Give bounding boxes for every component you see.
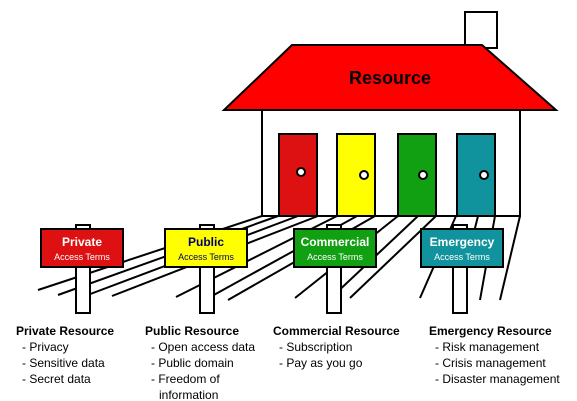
resource-item: - Sensitive data bbox=[22, 356, 105, 370]
resource-item: - Subscription bbox=[279, 340, 352, 354]
resource-item: - Pay as you go bbox=[279, 356, 363, 370]
resource-item: - Public domain bbox=[151, 356, 234, 370]
roof-label: Resource bbox=[349, 68, 431, 88]
roof bbox=[221, 44, 559, 111]
sign-private: Private Access Terms bbox=[40, 228, 124, 268]
sign-title: Public bbox=[188, 235, 224, 249]
sign-subtitle: Access Terms bbox=[434, 252, 490, 262]
resource-heading: Commercial Resource bbox=[273, 324, 400, 338]
resource-item: - Freedom of bbox=[151, 372, 220, 386]
door-commercial bbox=[397, 133, 437, 217]
sign-subtitle: Access Terms bbox=[307, 252, 363, 262]
door-knob bbox=[418, 170, 428, 180]
signs: Private Access Terms Public Access Terms… bbox=[40, 228, 504, 268]
door-knob bbox=[359, 170, 369, 180]
resource-heading: Private Resource bbox=[16, 324, 114, 338]
resource-item: information bbox=[159, 388, 218, 401]
resource-item: - Open access data bbox=[151, 340, 255, 354]
sign-emergency: Emergency Access Terms bbox=[420, 228, 504, 268]
resource-private: Private Resource - Privacy - Sensitive d… bbox=[16, 324, 114, 386]
sign-title: Private bbox=[62, 235, 102, 249]
resource-public: Public Resource - Open access data - Pub… bbox=[145, 324, 255, 401]
sign-title: Emergency bbox=[430, 235, 495, 249]
sign-subtitle: Access Terms bbox=[178, 252, 234, 262]
resource-item: - Risk management bbox=[435, 340, 540, 354]
resource-item: - Disaster management bbox=[435, 372, 560, 386]
resource-item: - Secret data bbox=[22, 372, 91, 386]
door-private bbox=[278, 133, 318, 217]
resource-heading: Emergency Resource bbox=[429, 324, 552, 338]
resource-item: - Crisis management bbox=[435, 356, 546, 370]
resource-emergency: Emergency Resource - Risk management - C… bbox=[429, 324, 560, 386]
sign-commercial: Commercial Access Terms bbox=[293, 228, 377, 268]
sign-public: Public Access Terms bbox=[164, 228, 248, 268]
door-knob bbox=[296, 167, 306, 177]
resource-item: - Privacy bbox=[22, 340, 69, 354]
door-knob bbox=[479, 170, 489, 180]
resource-heading: Public Resource bbox=[145, 324, 239, 338]
sign-title: Commercial bbox=[301, 235, 370, 249]
resource-commercial: Commercial Resource - Subscription - Pay… bbox=[273, 324, 400, 370]
door-public bbox=[336, 133, 376, 217]
door-emergency bbox=[456, 133, 496, 217]
chimney bbox=[464, 11, 498, 49]
sign-subtitle: Access Terms bbox=[54, 252, 110, 262]
sign-posts bbox=[75, 224, 468, 314]
resource-lists: Private Resource - Privacy - Sensitive d… bbox=[16, 324, 560, 401]
doors bbox=[278, 133, 496, 217]
